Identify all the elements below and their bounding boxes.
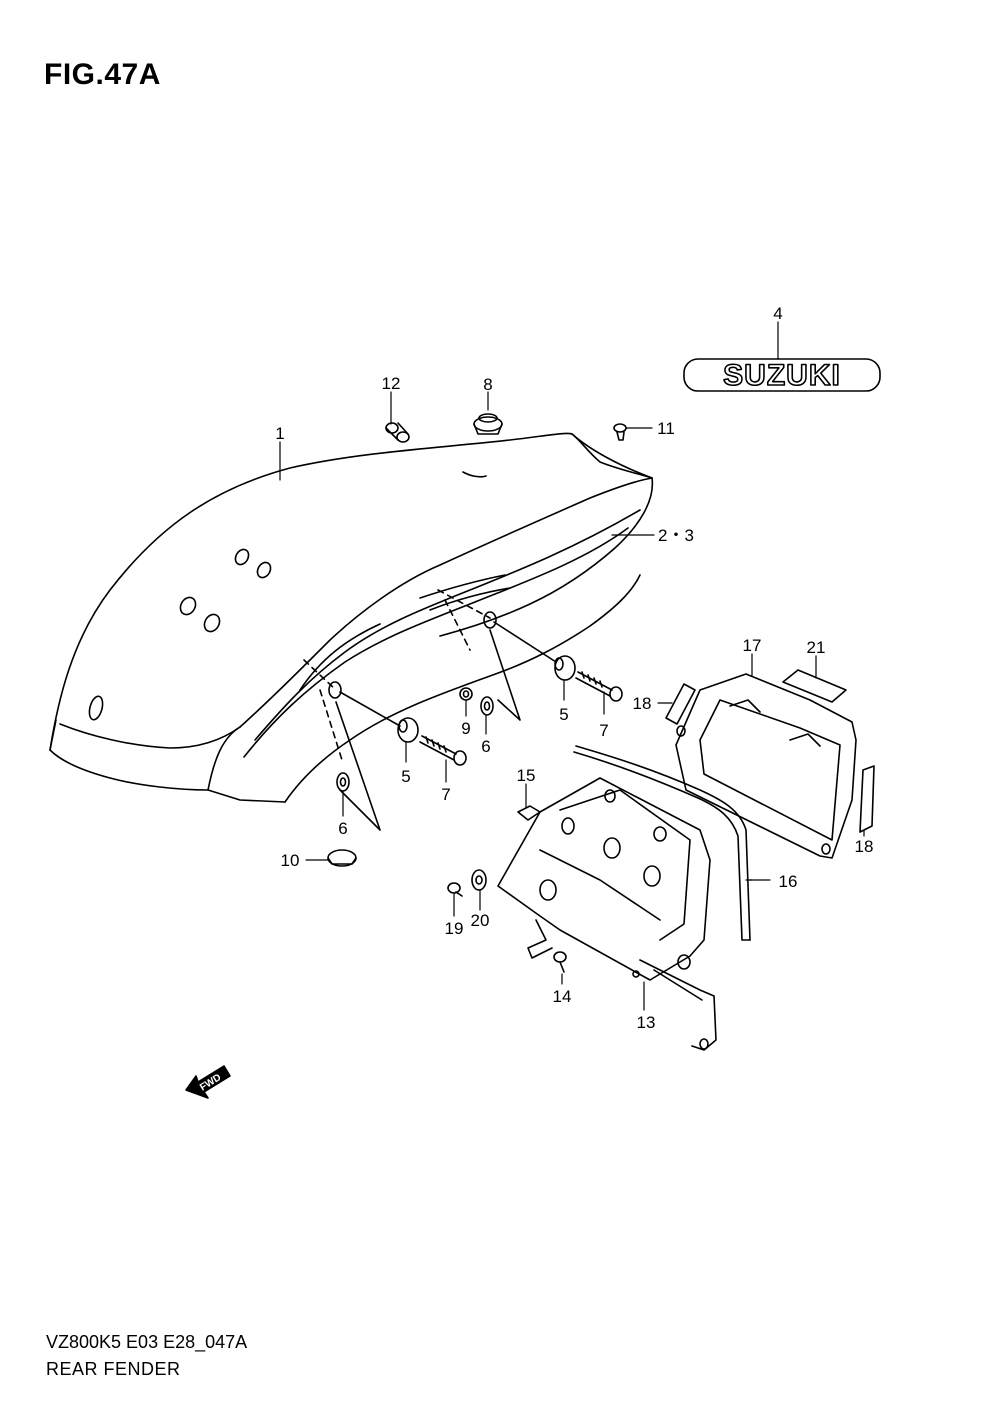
callout-6-left: 6 <box>338 819 347 838</box>
bracket-part-13[interactable] <box>497 777 717 1051</box>
callout-7-right: 7 <box>599 721 608 740</box>
callout-7-left: 7 <box>441 785 450 804</box>
callout-15: 15 <box>517 766 536 785</box>
callout-19: 19 <box>445 919 464 938</box>
callout-21: 21 <box>807 638 826 657</box>
washer-part-20[interactable] <box>471 869 487 891</box>
grommet-part-8[interactable] <box>473 413 503 435</box>
callout-leaders <box>279 321 865 1011</box>
callout-numbers: 1 2・3 4 5 5 6 6 6 7 7 8 9 10 11 12 13 14… <box>275 304 874 1032</box>
callout-5-right: 5 <box>559 705 568 724</box>
leader-lines <box>335 621 557 831</box>
section-name-label: REAR FENDER <box>46 1359 181 1379</box>
callout-12: 12 <box>382 374 401 393</box>
bolt-part-14[interactable] <box>553 951 567 973</box>
cushion-part-5-right[interactable] <box>554 655 576 681</box>
callout-10: 10 <box>281 851 300 870</box>
cap-part-10[interactable] <box>327 849 357 867</box>
callout-14: 14 <box>553 987 572 1006</box>
bolt-part-7-left[interactable] <box>419 735 467 766</box>
cushion-part-5-left[interactable] <box>397 717 419 743</box>
forward-direction-arrow: FWD <box>185 1065 231 1099</box>
suzuki-emblem-part-4[interactable]: SUZUKI <box>683 358 881 393</box>
washer-part-6-a[interactable] <box>480 696 494 716</box>
callout-18-right: 18 <box>855 837 874 856</box>
alignment-lines <box>303 589 491 761</box>
washer-part-6-b[interactable] <box>336 772 350 792</box>
callout-8: 8 <box>483 375 492 394</box>
emblem-text: SUZUKI <box>723 359 841 392</box>
reflector-part-18-right[interactable] <box>859 765 875 833</box>
callout-17: 17 <box>743 636 762 655</box>
bolt-part-7-right[interactable] <box>575 671 623 702</box>
callout-4: 4 <box>773 304 782 323</box>
callout-20: 20 <box>471 911 490 930</box>
callout-13: 13 <box>637 1013 656 1032</box>
figure-title: FIG.47A <box>44 58 161 91</box>
screw-part-11[interactable] <box>613 423 627 441</box>
callout-11: 11 <box>657 419 675 438</box>
lamp-housing-part-17[interactable] <box>675 673 857 859</box>
seal-part-16[interactable] <box>573 745 751 941</box>
callout-18-left: 18 <box>633 694 652 713</box>
callout-6-right: 6 <box>481 737 490 756</box>
spacer-part-12[interactable] <box>385 422 410 443</box>
callout-16: 16 <box>779 872 798 891</box>
nut-part-9[interactable] <box>459 687 473 701</box>
screw-part-19[interactable] <box>447 882 463 897</box>
callout-5-left: 5 <box>401 767 410 786</box>
pad-part-21[interactable] <box>782 669 847 703</box>
callout-9: 9 <box>461 719 470 738</box>
rear-fender-part-1[interactable] <box>49 432 654 803</box>
model-code-label: VZ800K5 E03 E28_047A <box>46 1332 248 1352</box>
callout-2-3: 2・3 <box>658 526 694 545</box>
reflector-part-18-left[interactable] <box>665 683 696 725</box>
callout-1: 1 <box>275 424 284 443</box>
